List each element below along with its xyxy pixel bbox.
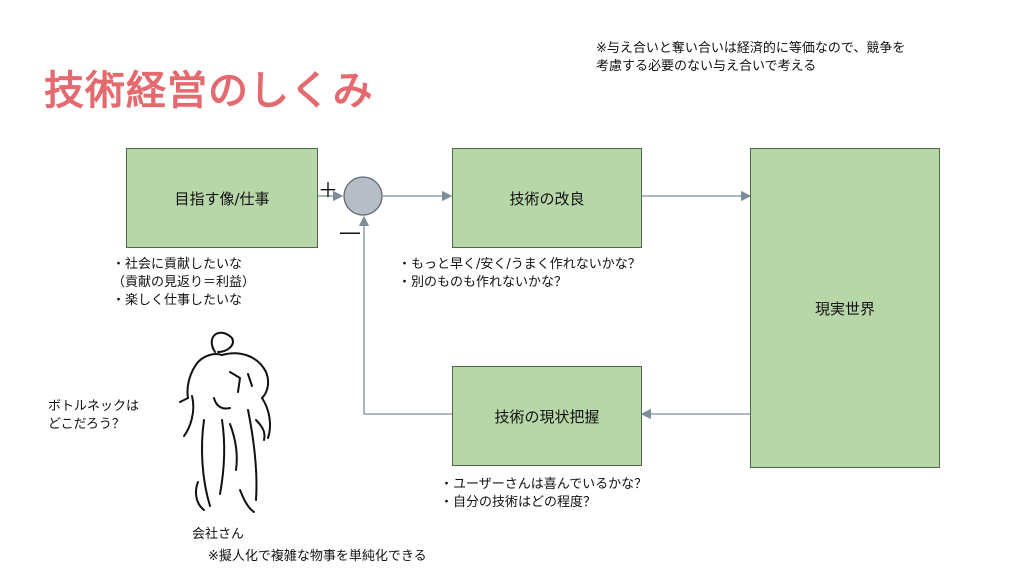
box-real-world: 現実世界 <box>750 148 940 468</box>
company-character-sketch <box>179 331 271 513</box>
plus-sign: ＋ <box>318 178 338 202</box>
box-improve: 技術の改良 <box>452 148 642 248</box>
top-note: ※与え合いと奪い合いは経済的に等価なので、競争を 考慮する必要のない与え合いで考… <box>596 41 906 74</box>
page-title: 技術経営のしくみ <box>44 68 374 114</box>
note-improve: ・もっと早く/安く/うまく作れないかな？ ・別のものも作れないかな？ <box>398 257 641 290</box>
note-bottleneck: ボトルネックは どこだろう？ <box>48 399 140 432</box>
note-goal: ・社会に貢献したいな （貢献の見返り＝利益） ・楽しく仕事したいな <box>112 257 256 308</box>
box-goal-label: 目指す像/仕事 <box>174 189 270 208</box>
box-grasp: 技術の現状把握 <box>452 366 642 466</box>
bottom-note: ※擬人化で複雑な物事を単純化できる <box>208 549 427 564</box>
minus-sign: ― <box>340 220 360 244</box>
box-grasp-label: 技術の現状把握 <box>494 407 600 426</box>
grasp-feedback-arrow <box>358 215 452 415</box>
summing-junction <box>343 176 383 216</box>
box-real-world-label: 現実世界 <box>814 299 875 318</box>
box-improve-label: 技術の改良 <box>509 189 585 208</box>
box-goal: 目指す像/仕事 <box>126 148 318 248</box>
note-grasp: ・ユーザーさんは喜んでいるかな？ ・自分の技術はどの程度？ <box>440 477 648 510</box>
character-label: 会社さん <box>192 527 245 542</box>
